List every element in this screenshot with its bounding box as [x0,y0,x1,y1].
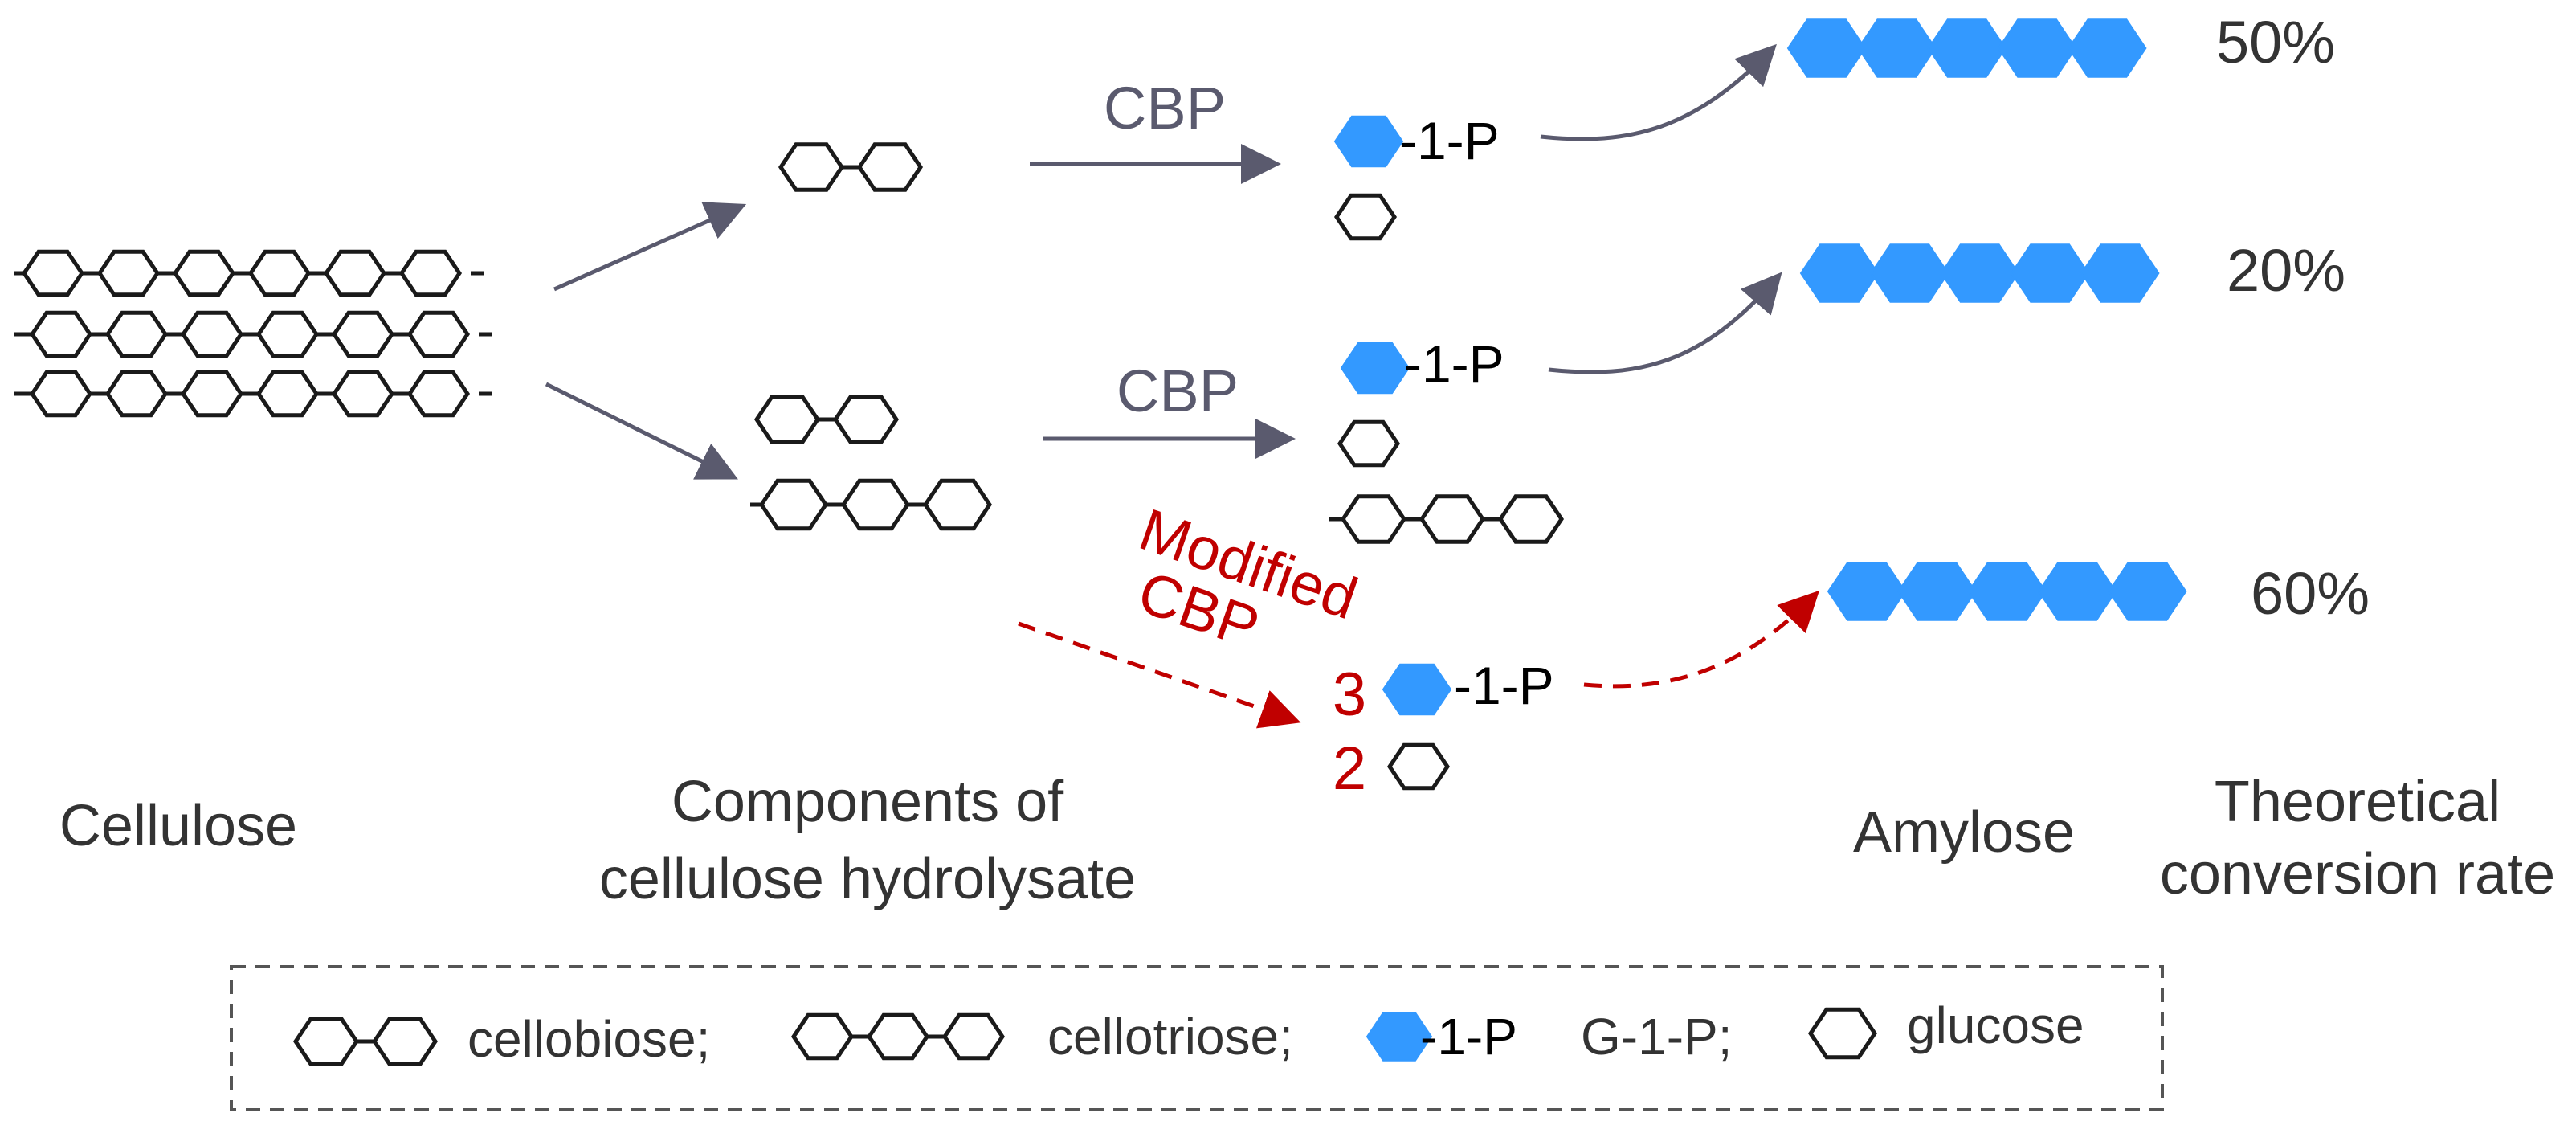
cellotriose-icon-unit [1497,494,1565,544]
amylose-chain-icon-unit [1967,562,2047,621]
legend-cellotriose-label: cellotriose; [1047,1008,1293,1066]
amylose-chain-icon-unit [1997,18,2077,78]
product-suffix-3: -1-P [1454,656,1554,715]
g1p-count: 3 [1333,661,1366,729]
cellulose-chain-unit [104,370,169,418]
cellulose-chain-unit [331,370,395,418]
legend-glucose-label: glucose [1907,996,2084,1054]
legend-cellobiose-label: cellobiose; [467,1010,710,1068]
arrow-cellulose-to-mixture [545,382,738,480]
glucose-icon [1386,742,1451,791]
cellulose-chain-icon [14,249,492,418]
legend-g1p-label: G-1-P; [1581,1008,1732,1066]
cellotriose-icon-unit [840,478,911,531]
product-suffix-1: -1-P [1399,111,1500,170]
legend-cellobiose-icon-unit [292,1017,360,1066]
legend-cellobiose-icon-unit [371,1017,439,1066]
enzyme-label-2: CBP [1117,358,1239,424]
g1p-hexagon-icon [1333,115,1404,168]
legend-cellotriose-icon-unit [941,1012,1006,1061]
product-suffix-2: -1-P [1404,334,1504,394]
enzyme-label-1: CBP [1104,75,1226,141]
legend-glucose-icon [1807,1007,1878,1060]
cellulose-chain-unit [96,249,161,297]
amylose-chain-icon-unit [1927,18,2007,78]
cellobiose-icon-unit [856,142,924,192]
legend-cellotriose-icon-unit [866,1012,930,1061]
arrow-to-amylose-1 [1540,43,1777,141]
cellulose-chain-unit [406,310,471,358]
column-label-rate-line1: Theoretical [2215,770,2500,834]
cellulose-chain-unit [21,249,85,297]
arrow-to-amylose-2 [1548,272,1782,374]
glucose-icon [1333,193,1398,241]
amylose-chain-icon-unit [1857,18,1937,78]
arrow-to-amylose-3 [1583,590,1819,689]
cellulose-chain-unit [406,370,471,418]
amylose-chain-icon-unit [1940,243,2019,303]
cellulose-chain-unit [247,249,312,297]
legend-box [230,965,2164,1111]
g1p-hexagon-icon [1340,342,1410,395]
amylose-chain-icon-unit [2010,243,2090,303]
cellulose-chain-unit [331,310,395,358]
cellulose-chain-unit [255,310,320,358]
cellulose-chain-unit [29,370,93,418]
cellotriose-icon-unit [1340,494,1407,544]
cellulose-chain-unit [323,249,387,297]
amylose-chain-icon-unit [2037,562,2117,621]
amylose-chain-icon-unit [1799,243,1880,303]
conversion-rate-2: 20% [2227,237,2345,304]
legend-cellotriose-icon-unit [790,1012,855,1061]
column-label-rate-line2: conversion rate [2160,842,2555,906]
amylose-chain-icon-unit [1897,562,1977,621]
cellotriose-icon-unit [922,478,993,531]
column-label-hydrolysate-line2: cellulose hydrolysate [599,847,1136,911]
column-label-hydrolysate-line1: Components of [672,770,1064,834]
cellulose-chain-unit [29,310,93,358]
amylose-chain-icon-unit [2080,243,2160,303]
conversion-rate-1: 50% [2216,9,2335,76]
amylose-chain-icon-unit [1870,243,1949,303]
cellulose-chain-unit [180,310,244,358]
cellulose-chain-unit [172,249,236,297]
legend-icons [292,1007,1878,1066]
arrow-cellulose-to-cellobiose [553,202,747,292]
cellobiose-icon-unit [832,395,900,444]
arrow-modified-cbp [1018,621,1301,729]
cellulose-chain-unit [398,249,463,297]
cellulose-chain-unit [255,370,320,418]
amylose-chain-icon [1786,18,2187,621]
column-label-amylose: Amylose [1853,800,2075,865]
amylose-chain-icon-unit [2068,18,2147,78]
glucose-count: 2 [1333,734,1366,803]
legend-g1p-suffix: -1-P [1420,1008,1517,1066]
cellotriose-icon-unit [1419,494,1486,544]
cellulose-chain-unit [180,370,244,418]
glucose-icon [1337,419,1401,468]
hydrolysate-components [750,142,993,531]
cellobiose-icon-unit [753,395,821,444]
cellotriose-icon-unit [758,478,829,531]
column-label-cellulose: Cellulose [59,794,297,858]
conversion-rate-3: 60% [2251,560,2370,627]
legend-g1p-hexagon-icon [1366,1012,1433,1062]
amylose-chain-icon-unit [1827,562,1907,621]
cellobiose-icon-unit [778,142,845,192]
cellulose-chain-unit [104,310,169,358]
g1p-hexagon-icon [1382,663,1452,716]
phosphorolysis-products [1329,115,1565,791]
amylose-chain-icon-unit [1786,18,1867,78]
amylose-chain-icon-unit [2108,562,2187,621]
